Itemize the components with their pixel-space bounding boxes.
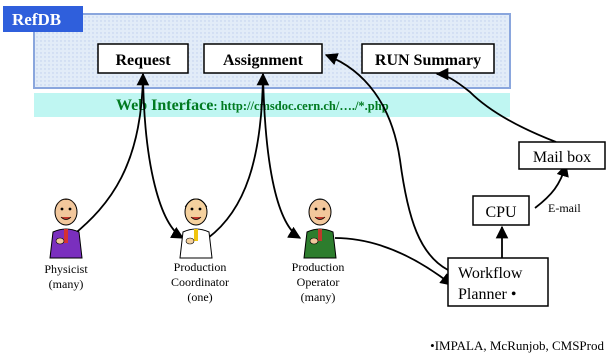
operator-figure [303, 198, 337, 259]
request-box-label: Request [115, 52, 171, 69]
mailbox-label: Mail box [533, 149, 591, 166]
web-interface-band: Web Interface: http://cmsdoc.cern.ch/…./… [34, 93, 510, 117]
physicist-label-line1: Physicist [44, 262, 88, 276]
coordinator-label-line3: (one) [187, 290, 212, 304]
web-interface-label: Web Interface [116, 97, 213, 114]
run-summary-box-label: RUN Summary [375, 52, 481, 69]
workflow-planner-box [447, 257, 549, 307]
physicist-label-line2: (many) [49, 277, 84, 291]
assignment-box-label: Assignment [223, 52, 304, 69]
refdb-title-tab [3, 6, 83, 32]
coordinator-figure [179, 198, 213, 259]
operator-label-line3: (many) [301, 290, 336, 304]
mailbox-to-run-summary-arrow [435, 67, 557, 143]
run-summary-box [361, 43, 495, 74]
coordinator-label-line1: Production [174, 260, 227, 274]
footnote: •IMPALA, McRunjob, CMSProd [430, 338, 604, 353]
physicist-to-request-arrow [71, 72, 150, 237]
refdb-title: RefDB [12, 10, 61, 29]
operator-label-line1: Production [292, 260, 345, 274]
cpu-box [472, 195, 530, 226]
operator-label-line2: Operator [297, 275, 340, 289]
mailbox-box [518, 141, 606, 170]
workflow-to-assignment-arrow [324, 53, 449, 271]
workflow-planner-label-line1: Workflow [458, 265, 523, 282]
request-box [97, 43, 189, 74]
assignment-to-operator-arrow [262, 73, 302, 239]
connectors [71, 53, 569, 286]
coordinator-label-line2: Coordinator [171, 275, 229, 289]
workflow-planner-label-line2: Planner • [458, 286, 516, 303]
physicist-figure [49, 198, 83, 259]
web-interface-text: Web Interface: http://cmsdoc.cern.ch/…./… [116, 97, 389, 114]
refdb-panel: RefDB Request Assignment RUN Summary [3, 6, 511, 89]
assignment-box [203, 43, 323, 74]
operator-to-workflow-arrow [334, 237, 453, 286]
request-to-coordinator-arrow [142, 73, 185, 239]
email-label: E-mail [548, 201, 581, 215]
cpu-label: CPU [485, 204, 517, 221]
coordinator-to-assignment-arrow [207, 72, 270, 239]
web-interface-url: : http://cmsdoc.cern.ch/…./*.php [213, 99, 388, 113]
